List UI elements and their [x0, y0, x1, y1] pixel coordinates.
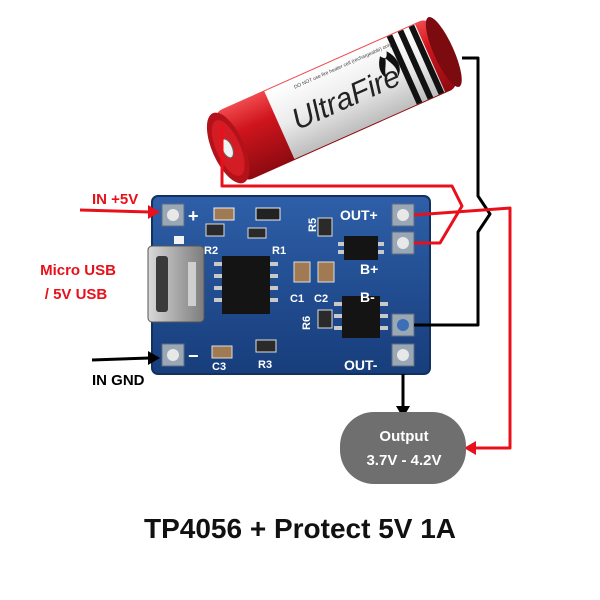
arrow-output-positive — [464, 441, 476, 455]
flame-icon — [379, 51, 400, 80]
wire-battery-negative — [414, 56, 492, 327]
wire-in-plus — [79, 208, 151, 214]
pad-in-minus — [161, 343, 185, 367]
label-5v-usb: / 5V USB — [45, 286, 108, 303]
silkscreen: + − OUT+ B+ B- OUT- R1 R2 R3 R5 R6 C1 C2… — [188, 206, 378, 373]
pad-out-plus — [391, 203, 415, 227]
wire-battery-positive — [220, 126, 464, 245]
output-label: Output — [379, 428, 428, 445]
tp4056-chip — [214, 256, 278, 314]
label-plus: + — [188, 206, 199, 226]
smd-components — [174, 207, 335, 359]
battery-rear-cap — [425, 17, 462, 87]
label-micro-usb: Micro USB — [40, 262, 116, 279]
battery-stripe — [397, 29, 434, 100]
battery: UltraFire DO NOT use fire heater cell (r… — [206, 17, 462, 184]
label-minus: − — [188, 346, 199, 366]
tp4056-board: + − OUT+ B+ B- OUT- R1 R2 R3 R5 R6 C1 C2… — [147, 195, 431, 375]
protection-mosfet — [334, 296, 388, 338]
wire-in-gnd — [91, 356, 151, 362]
label-r5: R5 — [307, 218, 319, 232]
label-c1: C1 — [290, 293, 304, 305]
label-c2: C2 — [314, 293, 328, 305]
label-r3: R3 — [258, 359, 272, 371]
output-bubble — [340, 412, 466, 484]
arrow-in-plus — [148, 205, 160, 219]
label-out-minus: OUT- — [344, 357, 378, 373]
label-in-gnd: IN GND — [92, 372, 145, 389]
pad-b-plus — [391, 231, 415, 255]
output-voltage: 3.7V - 4.2V — [366, 452, 441, 469]
pad-b-minus — [391, 313, 415, 337]
wire-output-positive — [413, 206, 512, 450]
pad-in-plus — [161, 203, 185, 227]
label-b-minus: B- — [360, 289, 375, 305]
battery-stripe — [386, 34, 423, 105]
label-out-plus: OUT+ — [340, 207, 378, 223]
protection-ic — [338, 236, 384, 260]
label-r1: R1 — [272, 245, 286, 257]
micro-usb-connector — [147, 245, 205, 323]
label-r6: R6 — [301, 316, 313, 330]
label-c3: C3 — [212, 361, 226, 373]
diagram-title: TP4056 + Protect 5V 1A — [144, 513, 456, 544]
label-r2: R2 — [204, 245, 218, 257]
label-in-plus-5v: IN +5V — [92, 191, 138, 208]
pad-out-minus — [391, 343, 415, 367]
battery-stripe — [408, 24, 445, 95]
arrow-in-gnd — [148, 351, 160, 365]
label-b-plus: B+ — [360, 261, 378, 277]
